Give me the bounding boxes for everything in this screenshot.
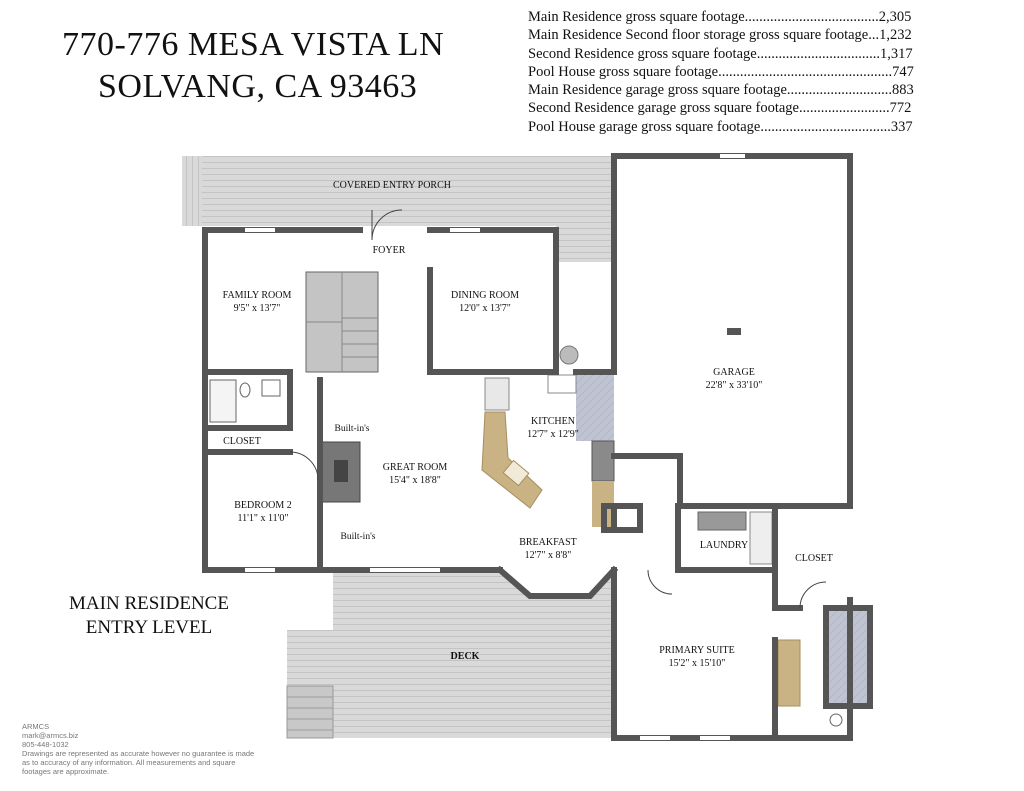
dining-room-dims: 12'0" x 13'7" (459, 303, 511, 314)
island-sink (502, 459, 530, 487)
deck-floor (287, 572, 614, 738)
floor-title: MAIN RESIDENCE ENTRY LEVEL (40, 592, 258, 640)
fridge (484, 377, 510, 411)
sqft-row: Pool House gross square footage.........… (528, 63, 914, 80)
laundry-label: LAUNDRY (700, 540, 748, 551)
deck-label: DECK (451, 651, 480, 662)
laundry-washer (749, 511, 773, 565)
bedroom2-label: BEDROOM 2 (234, 500, 292, 511)
suite-vanity (777, 639, 801, 707)
kitchen-counter-tile (576, 375, 614, 441)
sqft-row: Main Residence garage gross square foota… (528, 82, 914, 99)
primary-suite-dims: 15'2" x 15'10" (669, 658, 726, 669)
builtins-label-top: Built-in's (335, 424, 370, 434)
credits-line: footages are approximate. (22, 767, 110, 776)
range (591, 440, 615, 482)
address-line2: SOLVANG, CA 93463 (98, 68, 418, 105)
sqft-row: Pool House garage gross square footage..… (528, 118, 913, 135)
bedroom2-dims: 11'1" x 11'0" (237, 513, 288, 524)
kitchen-dims: 12'7" x 12'9" (527, 429, 579, 440)
sqft-row: Second Residence garage gross square foo… (528, 100, 912, 117)
dining-room-label: DINING ROOM (451, 290, 519, 301)
credits-line: 805-448-1032 (22, 740, 69, 749)
credits-line: as to accuracy of any information. All m… (22, 758, 236, 767)
credits-line: mark@armcs.biz (22, 731, 79, 740)
builtins-label-bottom: Built-in's (341, 532, 376, 542)
water-heater (559, 345, 579, 365)
great-room-label: GREAT ROOM (383, 462, 448, 473)
porch-label: COVERED ENTRY PORCH (333, 180, 451, 191)
garage-vent (727, 328, 741, 335)
foyer-label: FOYER (373, 245, 406, 256)
porch-extension (556, 222, 614, 262)
porch-floor (182, 156, 614, 226)
suite-toilet (829, 713, 843, 727)
sqft-row: Main Residence gross square footage.....… (528, 9, 912, 25)
square-footage-list: Main Residence gross square footage.....… (528, 8, 948, 136)
breakfast-dims: 12'7" x 8'8" (525, 550, 572, 561)
breakfast-label: BREAKFAST (519, 537, 577, 548)
toilet (239, 382, 251, 398)
floor-title-line2: ENTRY LEVEL (85, 617, 213, 638)
family-room-dims: 9'5" x 13'7" (234, 303, 281, 314)
kitchen-island (481, 411, 543, 509)
address-line1: 770-776 MESA VISTA LN (62, 26, 445, 63)
primary-suite-label: PRIMARY SUITE (659, 645, 734, 656)
family-room-label: FAMILY ROOM (223, 290, 292, 301)
sink-counter (547, 374, 577, 394)
sqft-row: Main Residence Second floor storage gros… (528, 27, 912, 44)
porch-side (182, 156, 202, 226)
credits: ARMCS mark@armcs.biz 805-448-1032 Drawin… (22, 722, 272, 776)
closet2-label: CLOSET (795, 553, 833, 564)
laundry-machines (697, 511, 747, 531)
credits-line: ARMCS (22, 722, 50, 731)
credits-line: Drawings are represented as accurate how… (22, 749, 255, 758)
garage-label: GARAGE (713, 367, 755, 378)
great-room-dims: 15'4" x 18'8" (389, 475, 441, 486)
sqft-row: Second Residence gross square footage...… (528, 45, 913, 62)
closet-label: CLOSET (223, 436, 261, 447)
fireplace-firebox (334, 460, 348, 482)
sink (261, 379, 281, 397)
bathtub (209, 379, 237, 423)
kitchen-label: KITCHEN (531, 416, 575, 427)
deck-stairs (286, 685, 334, 739)
garage-dims: 22'8" x 33'10" (706, 380, 763, 391)
floor-title-line1: MAIN RESIDENCE (69, 593, 229, 614)
